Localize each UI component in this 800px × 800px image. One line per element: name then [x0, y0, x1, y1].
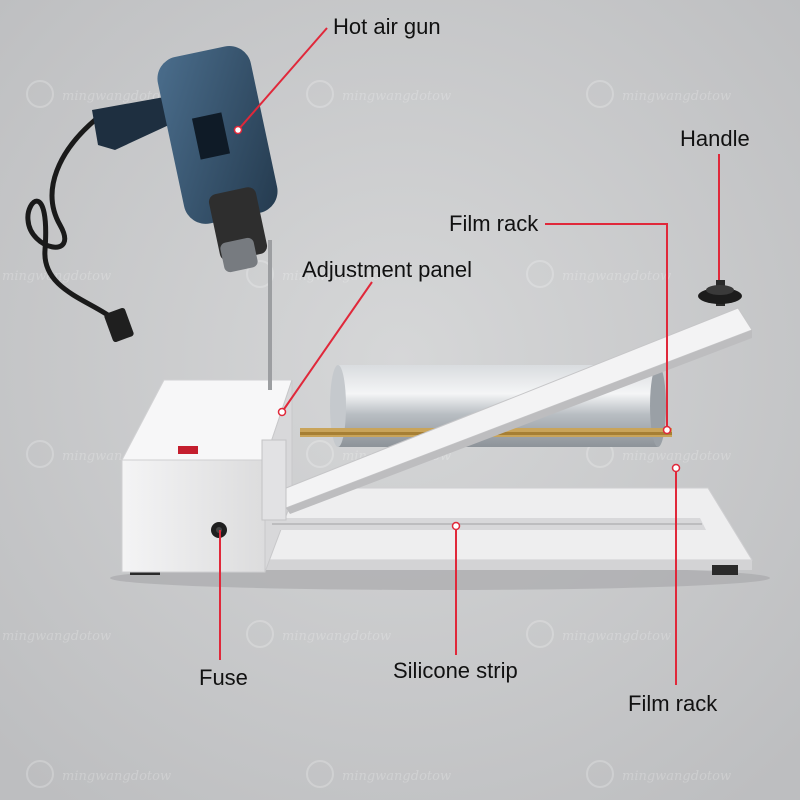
watermark-mark: mingwangdotow: [526, 620, 671, 648]
handle-knob: [698, 280, 742, 306]
leader-adjustment-panel: [281, 281, 373, 413]
watermark-text: mingwangdotow: [562, 629, 671, 644]
watermark-mark: mingwangdotow: [306, 80, 451, 108]
watermark-mark: mingwangdotow: [306, 760, 451, 788]
gun-support-rod: [268, 240, 272, 390]
label-fuse: Fuse: [199, 665, 248, 690]
leader-lines: [219, 27, 720, 685]
watermark-text: mingwangdotow: [2, 629, 111, 644]
watermark-text: mingwangdotow: [342, 89, 451, 104]
base-shadow: [110, 566, 770, 590]
watermark-text: mingwangdotow: [342, 769, 451, 784]
watermark-mark: mingwangdotow: [26, 80, 171, 108]
hot-air-gun: [92, 45, 278, 273]
watermark-layer: mingwangdotow mingwangdotow mingwangdotow m…: [2, 80, 731, 788]
watermark-mark: mingwangdotow: [2, 629, 111, 644]
label-film-rack-top: Film rack: [449, 211, 539, 236]
watermark-mark: mingwangdotow: [246, 620, 391, 648]
watermark-text: mingwangdotow: [2, 269, 111, 284]
watermark-text: mingwangdotow: [622, 89, 731, 104]
watermark-mark: mingwangdotow: [246, 260, 391, 288]
watermark-text: mingwangdotow: [622, 449, 731, 464]
power-cable: [25, 117, 118, 323]
indicator-light: [178, 446, 198, 454]
label-silicone-strip: Silicone strip: [393, 658, 518, 683]
leader-dots: [233, 125, 681, 531]
label-hot-air-gun: Hot air gun: [333, 14, 441, 39]
watermark-text: mingwangdotow: [282, 269, 391, 284]
leader-hot-air-gun: [237, 27, 328, 131]
watermark-mark: mingwangdotow: [26, 760, 171, 788]
watermark-mark: mingwangdotow: [2, 269, 111, 284]
power-plug: [104, 307, 134, 343]
watermark-text: mingwangdotow: [62, 769, 171, 784]
watermark-text: mingwangdotow: [622, 769, 731, 784]
watermark-mark: mingwangdotow: [586, 80, 731, 108]
sealing-arm: [261, 307, 753, 521]
watermark-text: mingwangdotow: [282, 629, 391, 644]
watermark-mark: mingwangdotow: [586, 760, 731, 788]
sealing-strip: [268, 518, 706, 530]
label-handle: Handle: [680, 126, 750, 151]
watermark-text: mingwangdotow: [62, 89, 171, 104]
leader-film-rack-top: [545, 223, 668, 430]
watermark-mark: mingwangdotow: [526, 260, 671, 288]
label-film-rack-bottom: Film rack: [628, 691, 718, 716]
watermark-text: mingwangdotow: [562, 269, 671, 284]
label-adjustment-panel: Adjustment panel: [302, 257, 472, 282]
